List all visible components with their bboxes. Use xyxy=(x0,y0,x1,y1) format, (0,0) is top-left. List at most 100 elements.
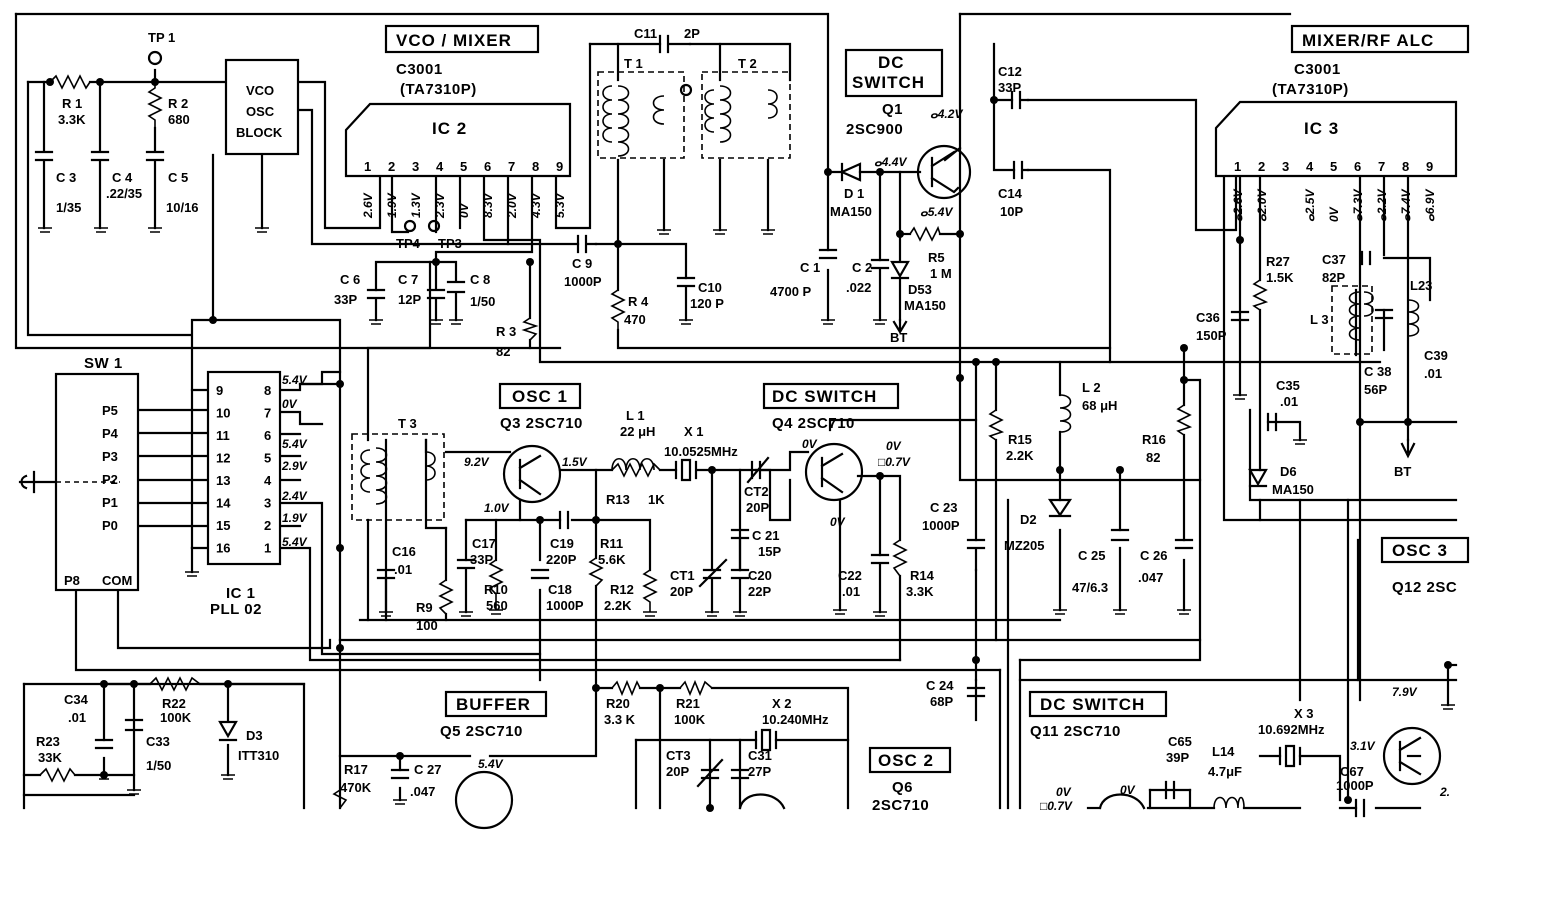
c31-label: C31 xyxy=(748,748,772,763)
crystals xyxy=(674,458,1302,768)
q1-voltage-b: ⴰ4.4V xyxy=(874,155,907,169)
c37-label: C37 xyxy=(1322,252,1346,267)
vco-block-l3: BLOCK xyxy=(236,125,283,140)
d3-label: D3 xyxy=(246,728,263,743)
d3-value: ITT310 xyxy=(238,748,279,763)
c3-label: C 3 xyxy=(56,170,76,185)
vco-mixer-title: VCO / MIXER xyxy=(396,31,512,50)
c11-value: 2P xyxy=(684,26,700,41)
ic1-pin-11: 11 xyxy=(216,428,230,443)
r2-value: 680 xyxy=(168,112,190,127)
c3-value: 1/35 xyxy=(56,200,81,215)
r10-value: 560 xyxy=(486,598,508,613)
c14-value: 10P xyxy=(1000,204,1023,219)
c27-label: C 27 xyxy=(414,762,441,777)
c7-value: 12P xyxy=(398,292,421,307)
r13-label: R13 xyxy=(606,492,630,507)
l14-label: L14 xyxy=(1212,744,1235,759)
ic1-pin-7: 7 xyxy=(264,406,271,421)
ic2-pin-6: 6 xyxy=(484,159,491,174)
ic2-pin-labels: 12.6V21.9V31.3V42.3V50V68.3V72.0V84.3V95… xyxy=(361,159,567,219)
c14-label: C14 xyxy=(998,186,1023,201)
c1-value: 4700 P xyxy=(770,284,812,299)
q6-ref: Q6 xyxy=(892,779,913,796)
c2-value: .022 xyxy=(846,280,871,295)
ic3-voltage-1: ⴰ2.6V xyxy=(1231,189,1245,222)
c25-value: 47/6.3 xyxy=(1072,580,1108,595)
r17-label: R17 xyxy=(344,762,368,777)
ic2-voltage-7: 2.0V xyxy=(505,192,519,219)
ic1-pin-14: 14 xyxy=(216,496,231,511)
r5-label: R5 xyxy=(928,250,945,265)
c21-label: C 21 xyxy=(752,528,779,543)
c33-label: C33 xyxy=(146,734,170,749)
d2-label: D2 xyxy=(1020,512,1037,527)
ic2-voltage-8: 4.3V xyxy=(529,192,543,219)
ic1-pin-6: 6 xyxy=(264,428,271,443)
ic1-voltage-1: 0V xyxy=(282,397,298,411)
osc1-title: OSC 1 xyxy=(512,387,568,406)
resistors xyxy=(39,74,1269,809)
d6-value: MA150 xyxy=(1272,482,1314,497)
c7-label: C 7 xyxy=(398,272,418,287)
tp3-label: TP3 xyxy=(438,236,462,251)
c23-value: 1000P xyxy=(922,518,960,533)
wires xyxy=(14,12,1458,810)
ct3-value: 20P xyxy=(666,764,689,779)
ic1-pin-16: 16 xyxy=(216,541,230,556)
ic2-voltage-9: 5.3V xyxy=(553,192,567,218)
ic2-pin-1: 1 xyxy=(364,159,371,174)
ct3-label: CT3 xyxy=(666,748,691,763)
ic3-voltage-4: ⴰ2.5V xyxy=(1303,189,1317,222)
c16-value: .01 xyxy=(394,562,412,577)
c10-label: C10 xyxy=(698,280,722,295)
r15-value: 2.2K xyxy=(1006,448,1034,463)
c22-label: C22 xyxy=(838,568,862,583)
dc-switch-q1-title2: SWITCH xyxy=(852,73,925,92)
r11-label: R11 xyxy=(600,536,623,551)
ic1-pin-10: 10 xyxy=(216,406,230,421)
c33-value: 1/50 xyxy=(146,758,171,773)
ic3-pin-1: 1 xyxy=(1234,159,1241,174)
ic2-pin-5: 5 xyxy=(460,159,467,174)
l3-label: L 3 xyxy=(1310,312,1329,327)
ic3-pin-3: 3 xyxy=(1282,159,1289,174)
r22-label: R22 xyxy=(162,696,186,711)
sw1-pin-p1: P1 xyxy=(102,495,118,510)
sw1-pin-p3: P3 xyxy=(102,449,118,464)
ct2-value: 20P xyxy=(746,500,769,515)
t3-label: T 3 xyxy=(398,416,417,431)
c20-value: 22P xyxy=(748,584,771,599)
q1-ref: Q1 xyxy=(882,101,903,118)
c5-value: 10/16 xyxy=(166,200,199,215)
r13-value: 1K xyxy=(648,492,665,507)
l2-value: 68 μH xyxy=(1082,398,1117,413)
ic3-voltage-8: ⴰ7.4V xyxy=(1399,189,1413,222)
c24-value: 68P xyxy=(930,694,953,709)
dc-switch-q11-title: DC SWITCH xyxy=(1040,695,1145,714)
sw1-pin-p5: P5 xyxy=(102,403,118,418)
inductors xyxy=(360,85,1420,809)
ic3-pin-8: 8 xyxy=(1402,159,1409,174)
r3-label: R 3 xyxy=(496,324,516,339)
c6-value: 33P xyxy=(334,292,357,307)
q3-voltage-b: 1.0V xyxy=(484,501,510,515)
r3-value: 82 xyxy=(496,344,510,359)
c18-label: C18 xyxy=(548,582,572,597)
l1-value: 22 μH xyxy=(620,424,655,439)
ic2-pin-3: 3 xyxy=(412,159,419,174)
c67-label: C67 xyxy=(1340,764,1364,779)
c65-value: 39P xyxy=(1166,750,1189,765)
c34-label: C34 xyxy=(64,692,89,707)
x2-label: X 2 xyxy=(772,696,792,711)
r21-label: R21 xyxy=(676,696,700,711)
q11-ref: Q11 2SC710 xyxy=(1030,723,1121,740)
c19-label: C19 xyxy=(550,536,574,551)
ic2-pin-4: 4 xyxy=(436,159,444,174)
ic3-pin-9: 9 xyxy=(1426,159,1433,174)
c65-label: C65 xyxy=(1168,734,1192,749)
q3-voltage-c: 9.2V xyxy=(464,455,490,469)
r16-value: 82 xyxy=(1146,450,1160,465)
ic3-pin-4: 4 xyxy=(1306,159,1314,174)
